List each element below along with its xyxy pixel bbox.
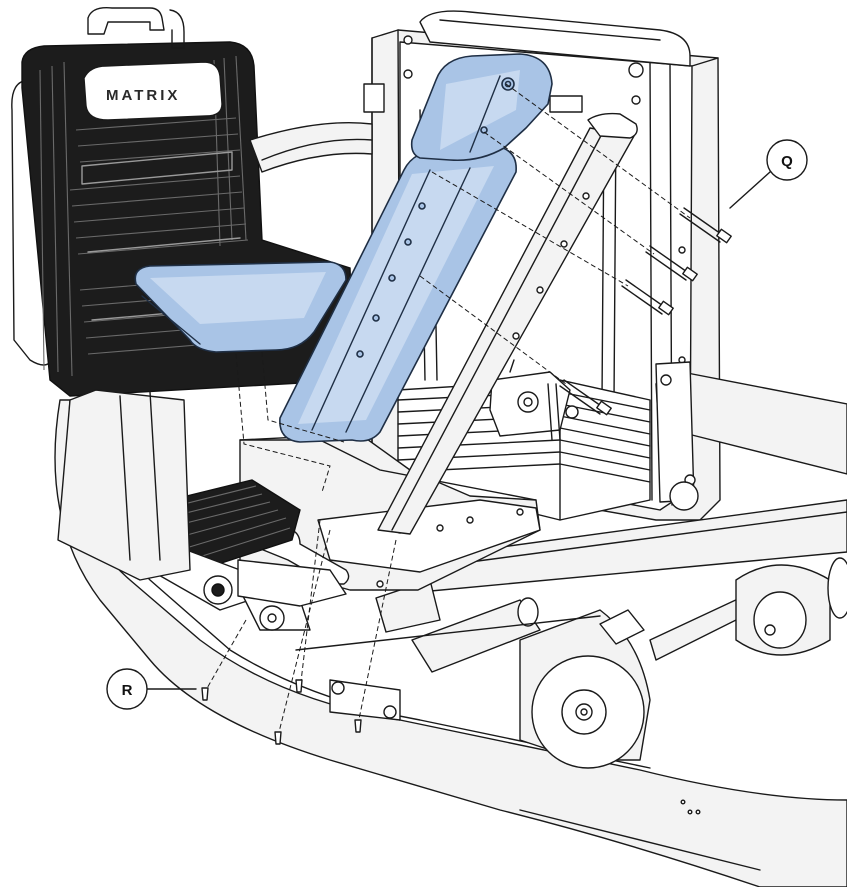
head-pad (410, 53, 553, 162)
support-tube (377, 112, 638, 535)
assembly-guide-lines (205, 83, 691, 737)
pulley-assembly (295, 557, 847, 769)
seat-cushion (134, 261, 347, 353)
callout-q: Q (729, 139, 808, 209)
back-pad (279, 145, 517, 443)
base-frame (54, 399, 847, 887)
lever-arm (405, 361, 847, 593)
callout-q-label: Q (781, 153, 793, 170)
brand-logo: MATRIX (106, 87, 180, 104)
seat-side-tubes (57, 122, 373, 581)
screws-r (201, 679, 362, 745)
callout-r-label: R (122, 682, 133, 699)
callout-r: R (106, 668, 197, 710)
bolts-q (559, 207, 732, 416)
